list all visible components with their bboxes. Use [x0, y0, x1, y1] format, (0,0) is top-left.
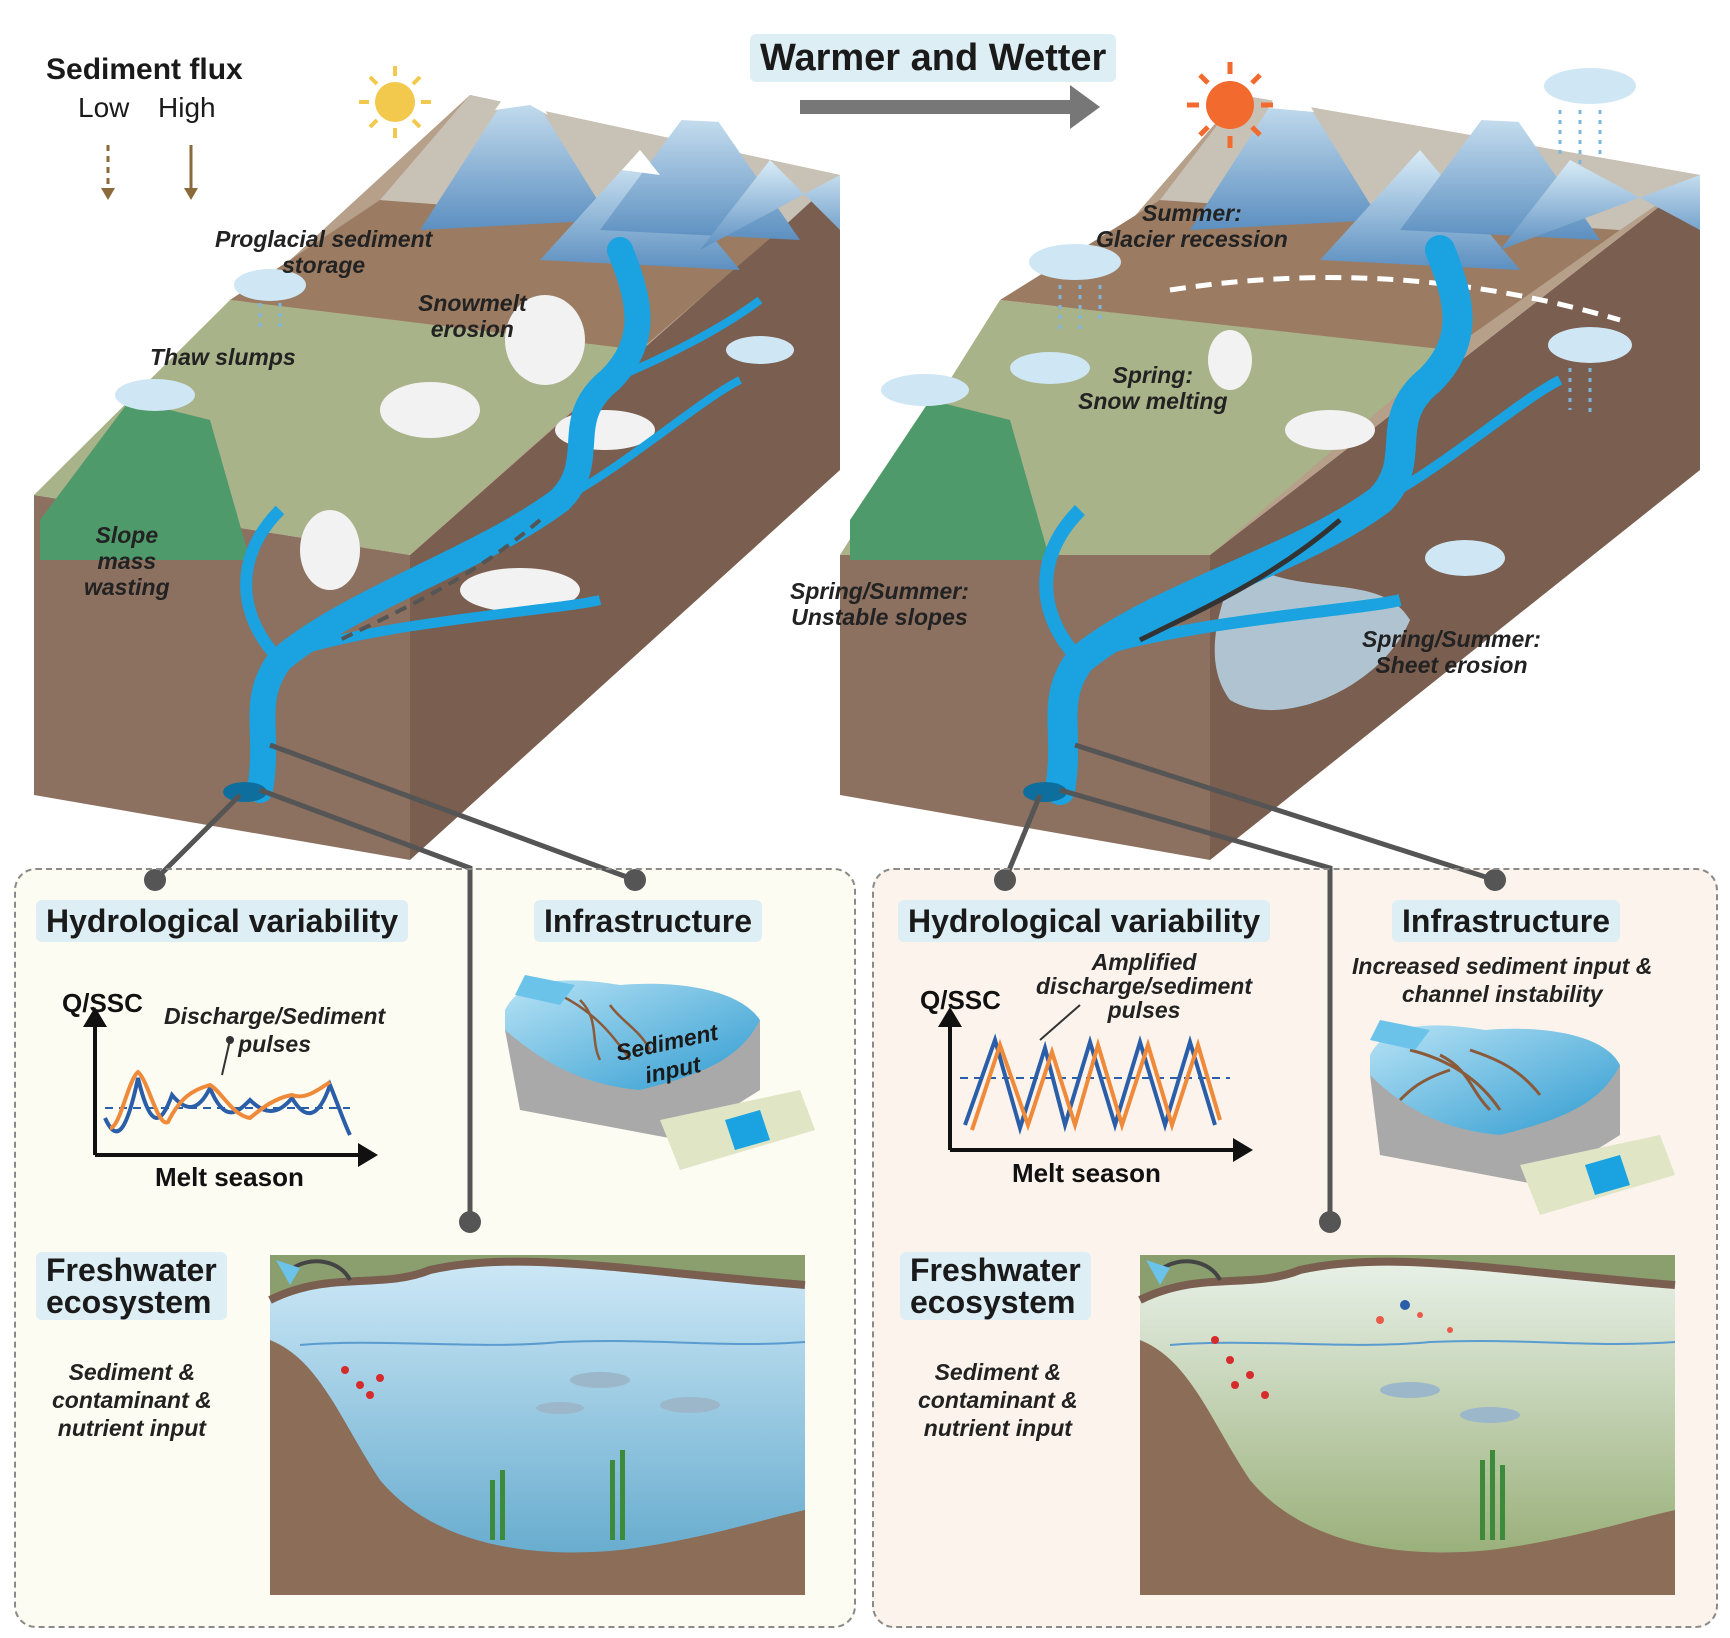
sun-right-icon: [1187, 62, 1273, 148]
right-infra-text: Increased sediment input &channel instab…: [1352, 953, 1653, 1007]
legend-low-label: Low: [78, 92, 130, 123]
sun-left-icon: [359, 66, 431, 138]
left-y-axis-label: Q/SSC: [62, 988, 143, 1018]
left-x-axis-label: Melt season: [155, 1162, 304, 1192]
rain-icons: [258, 110, 1602, 415]
label-glacier-recession: Summer:Glacier recession: [1096, 200, 1288, 252]
right-y-axis-label: Q/SSC: [920, 985, 1001, 1015]
left-hydro-chart: [83, 1007, 378, 1167]
left-impact-panel: [14, 868, 856, 1628]
right-impact-panel: [872, 868, 1718, 1628]
left-eco-text: Sediment &contaminant &nutrient input: [52, 1359, 212, 1441]
right-hydro-chart: [938, 1004, 1253, 1162]
right-x-axis-label: Melt season: [1012, 1158, 1161, 1188]
right-infra-title: Infrastructure: [1392, 900, 1621, 942]
label-snow-melting: Spring:Snow melting: [1078, 362, 1228, 414]
left-eco-title: Freshwater ecosystem: [36, 1252, 227, 1320]
left-hydro-title: Hydrological variability: [36, 900, 409, 942]
left-ecosystem: [268, 1255, 806, 1595]
cloud-icons: [115, 68, 1636, 576]
right-eco-title: Freshwater ecosystem: [900, 1252, 1091, 1320]
left-reservoir: [505, 975, 815, 1170]
label-sheet-erosion: Spring/Summer:Sheet erosion: [1362, 626, 1541, 678]
right-eco-text: Sediment &contaminant &nutrient input: [918, 1359, 1078, 1441]
right-ecosystem: [1138, 1255, 1676, 1595]
label-unstable-slopes: Spring/Summer:Unstable slopes: [790, 578, 969, 630]
legend-arrows: [101, 145, 198, 200]
label-thaw-slumps: Thaw slumps: [150, 344, 296, 370]
right-reservoir: [1370, 1020, 1675, 1215]
right-landscape-block: [840, 75, 1700, 860]
scenario-title: Warmer and Wetter: [750, 34, 1117, 82]
right-hydro-title: Hydrological variability: [898, 900, 1271, 942]
left-infra-title: Infrastructure: [534, 900, 763, 942]
connector-dots: [144, 869, 1506, 1233]
sediment-flux-legend: Sediment flux Low High: [46, 52, 243, 128]
legend-title: Sediment flux: [46, 53, 243, 86]
legend-high-label: High: [158, 92, 216, 123]
left-landscape-block: [34, 75, 840, 860]
